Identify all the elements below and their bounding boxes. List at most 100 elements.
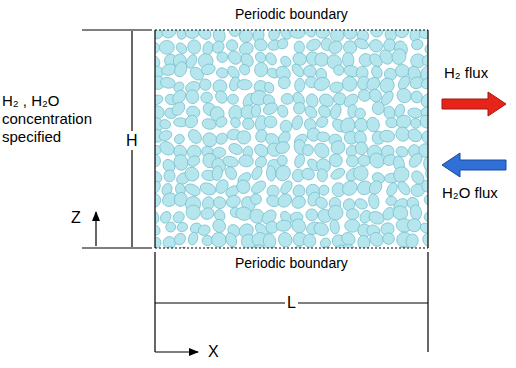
particle [330, 30, 344, 42]
particle [277, 231, 294, 248]
particle [290, 194, 307, 210]
particle [418, 113, 428, 130]
flux-label: H₂O flux [442, 184, 498, 202]
particle [186, 127, 204, 146]
particle [290, 114, 304, 131]
particle [302, 64, 317, 78]
particle [371, 101, 385, 116]
particle [262, 233, 276, 248]
particle [317, 169, 328, 183]
particle [420, 52, 428, 68]
particle [182, 164, 202, 184]
particle [294, 41, 305, 54]
particle [353, 37, 370, 51]
particle [274, 140, 291, 156]
particle [329, 103, 343, 121]
particle [329, 81, 344, 93]
particle [303, 104, 319, 120]
flux-label: H₂ flux [444, 64, 488, 82]
particle [314, 114, 330, 129]
particle [211, 195, 228, 211]
periodic-edge [155, 247, 428, 248]
particle [155, 208, 161, 226]
particle [379, 130, 395, 143]
particle [346, 208, 359, 220]
particle [346, 155, 359, 168]
particle [312, 75, 331, 92]
particle [280, 120, 292, 133]
particle [235, 206, 252, 221]
particle [354, 141, 368, 156]
particle [393, 30, 411, 40]
particle [241, 116, 256, 131]
particle [155, 154, 161, 168]
particle [305, 37, 323, 53]
particle [420, 230, 428, 248]
particle [237, 62, 251, 77]
particle [294, 78, 305, 93]
particle [253, 37, 269, 53]
particle [214, 115, 229, 130]
particle [155, 235, 163, 248]
particle [235, 178, 252, 196]
particle [227, 141, 244, 156]
particle [186, 154, 202, 168]
particle [357, 235, 371, 248]
particle [423, 194, 428, 206]
particle [158, 129, 174, 142]
particle [315, 30, 330, 39]
particle [187, 40, 200, 55]
particle [326, 38, 344, 56]
particle [303, 234, 316, 248]
particle [155, 93, 164, 107]
particle [293, 245, 304, 248]
particle [277, 75, 291, 90]
particle [419, 128, 428, 146]
particle [381, 231, 396, 246]
particle [390, 47, 408, 66]
particle [367, 178, 385, 196]
porous-particles [155, 30, 428, 248]
particle [273, 163, 293, 184]
particle [293, 153, 306, 169]
flux-arrow [442, 153, 506, 177]
particle [185, 204, 201, 220]
particle [395, 64, 409, 78]
flux-arrow [442, 92, 506, 116]
particle [304, 207, 320, 223]
particle [266, 165, 276, 181]
particle [385, 181, 400, 198]
particle [159, 30, 179, 41]
particle [183, 113, 201, 131]
particle [318, 236, 332, 248]
particle [210, 217, 228, 235]
particle [159, 40, 174, 54]
particle [197, 223, 212, 237]
particle [396, 179, 413, 197]
particle [237, 79, 252, 90]
particle [225, 38, 240, 52]
particle [329, 166, 347, 181]
particle [187, 231, 199, 246]
particle [368, 30, 384, 39]
particle [155, 223, 162, 238]
particle [173, 133, 185, 145]
particle [404, 233, 419, 248]
particle [276, 104, 289, 119]
particle [251, 243, 268, 248]
particle [216, 51, 229, 64]
particle [275, 191, 294, 210]
particle [341, 243, 356, 248]
particle [419, 91, 428, 109]
particle [213, 89, 229, 106]
particle [253, 61, 268, 77]
particle [239, 154, 254, 167]
particle [224, 231, 239, 248]
particle [302, 30, 318, 39]
boundary-condition-label: H₂ , H₂O concentration specified [2, 92, 78, 146]
dimension-label: L [285, 293, 298, 312]
particle [228, 94, 239, 104]
particle [409, 204, 423, 221]
particle [174, 41, 189, 56]
axis-arrow [155, 351, 198, 352]
